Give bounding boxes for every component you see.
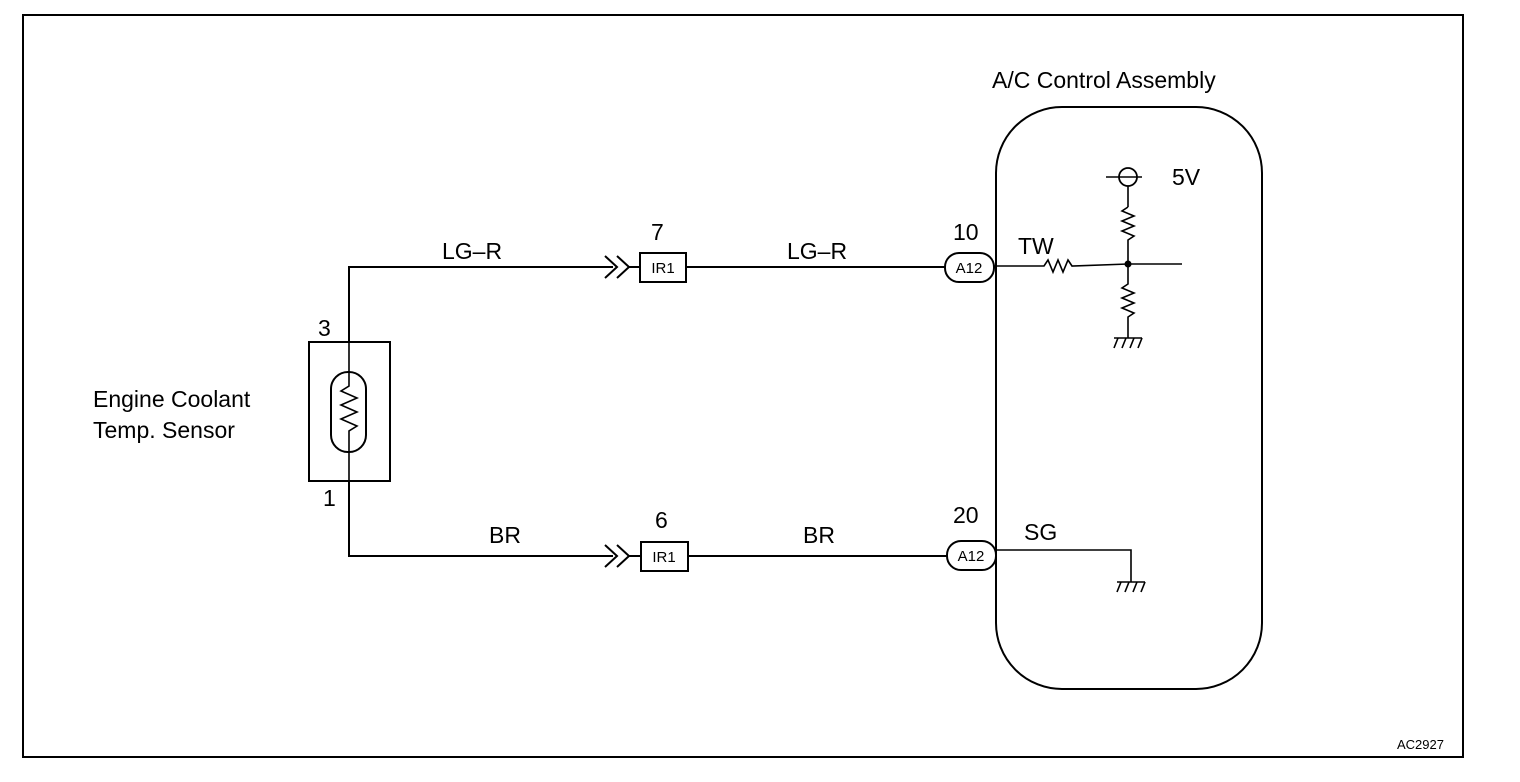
wire-bottom-color-right: BR bbox=[803, 522, 835, 548]
ground-symbol-tw bbox=[1113, 337, 1143, 349]
ecu-connector-a12-top bbox=[944, 252, 995, 283]
ecu-connector-a12-bottom-label: A12 bbox=[958, 548, 985, 565]
connector-ir1-top-label: IR1 bbox=[651, 260, 674, 277]
wire-top-left bbox=[348, 266, 613, 342]
wire-bottom-color-left: BR bbox=[489, 522, 521, 548]
diagram-frame bbox=[22, 14, 1464, 758]
ecu-connector-a12-bottom bbox=[946, 540, 997, 571]
connector-chevron-top bbox=[604, 255, 640, 279]
wire-bottom-left bbox=[348, 481, 613, 557]
sensor-pin-top: 3 bbox=[318, 315, 331, 341]
connector-ir1-bottom bbox=[640, 541, 689, 572]
supply-5v-symbol bbox=[1106, 167, 1142, 207]
pulldown-resistor bbox=[1119, 264, 1137, 338]
sensor-name-line2: Temp. Sensor bbox=[93, 417, 235, 443]
connector-ir1-top bbox=[639, 252, 687, 283]
sg-line bbox=[996, 549, 1132, 582]
ecu-top-pin: 10 bbox=[953, 219, 979, 245]
wire-top-color-left: LG–R bbox=[442, 238, 502, 264]
connector-top-pin: 7 bbox=[651, 219, 664, 245]
sensor-name-line1: Engine Coolant bbox=[93, 386, 251, 412]
wire-top-color-right: LG–R bbox=[787, 238, 847, 264]
ground-symbol-sg bbox=[1116, 581, 1146, 593]
ecu-connector-a12-top-label: A12 bbox=[956, 260, 983, 277]
assembly-title: A/C Control Assembly bbox=[992, 67, 1216, 93]
connector-chevron-bottom bbox=[604, 544, 641, 568]
pullup-resistor bbox=[1119, 206, 1137, 264]
ecu-bottom-pin: 20 bbox=[953, 502, 979, 528]
ac-control-assembly bbox=[995, 106, 1263, 690]
tw-label: TW bbox=[1018, 233, 1054, 259]
supply-voltage-label: 5V bbox=[1172, 164, 1201, 190]
connector-ir1-bottom-label: IR1 bbox=[652, 549, 675, 566]
sensor-pin-bottom: 1 bbox=[323, 485, 336, 511]
connector-bottom-pin: 6 bbox=[655, 507, 668, 533]
tw-resistor bbox=[994, 257, 1129, 275]
sg-label: SG bbox=[1024, 519, 1057, 545]
figure-id: AC2927 bbox=[1397, 737, 1444, 752]
thermistor-icon bbox=[339, 342, 359, 481]
